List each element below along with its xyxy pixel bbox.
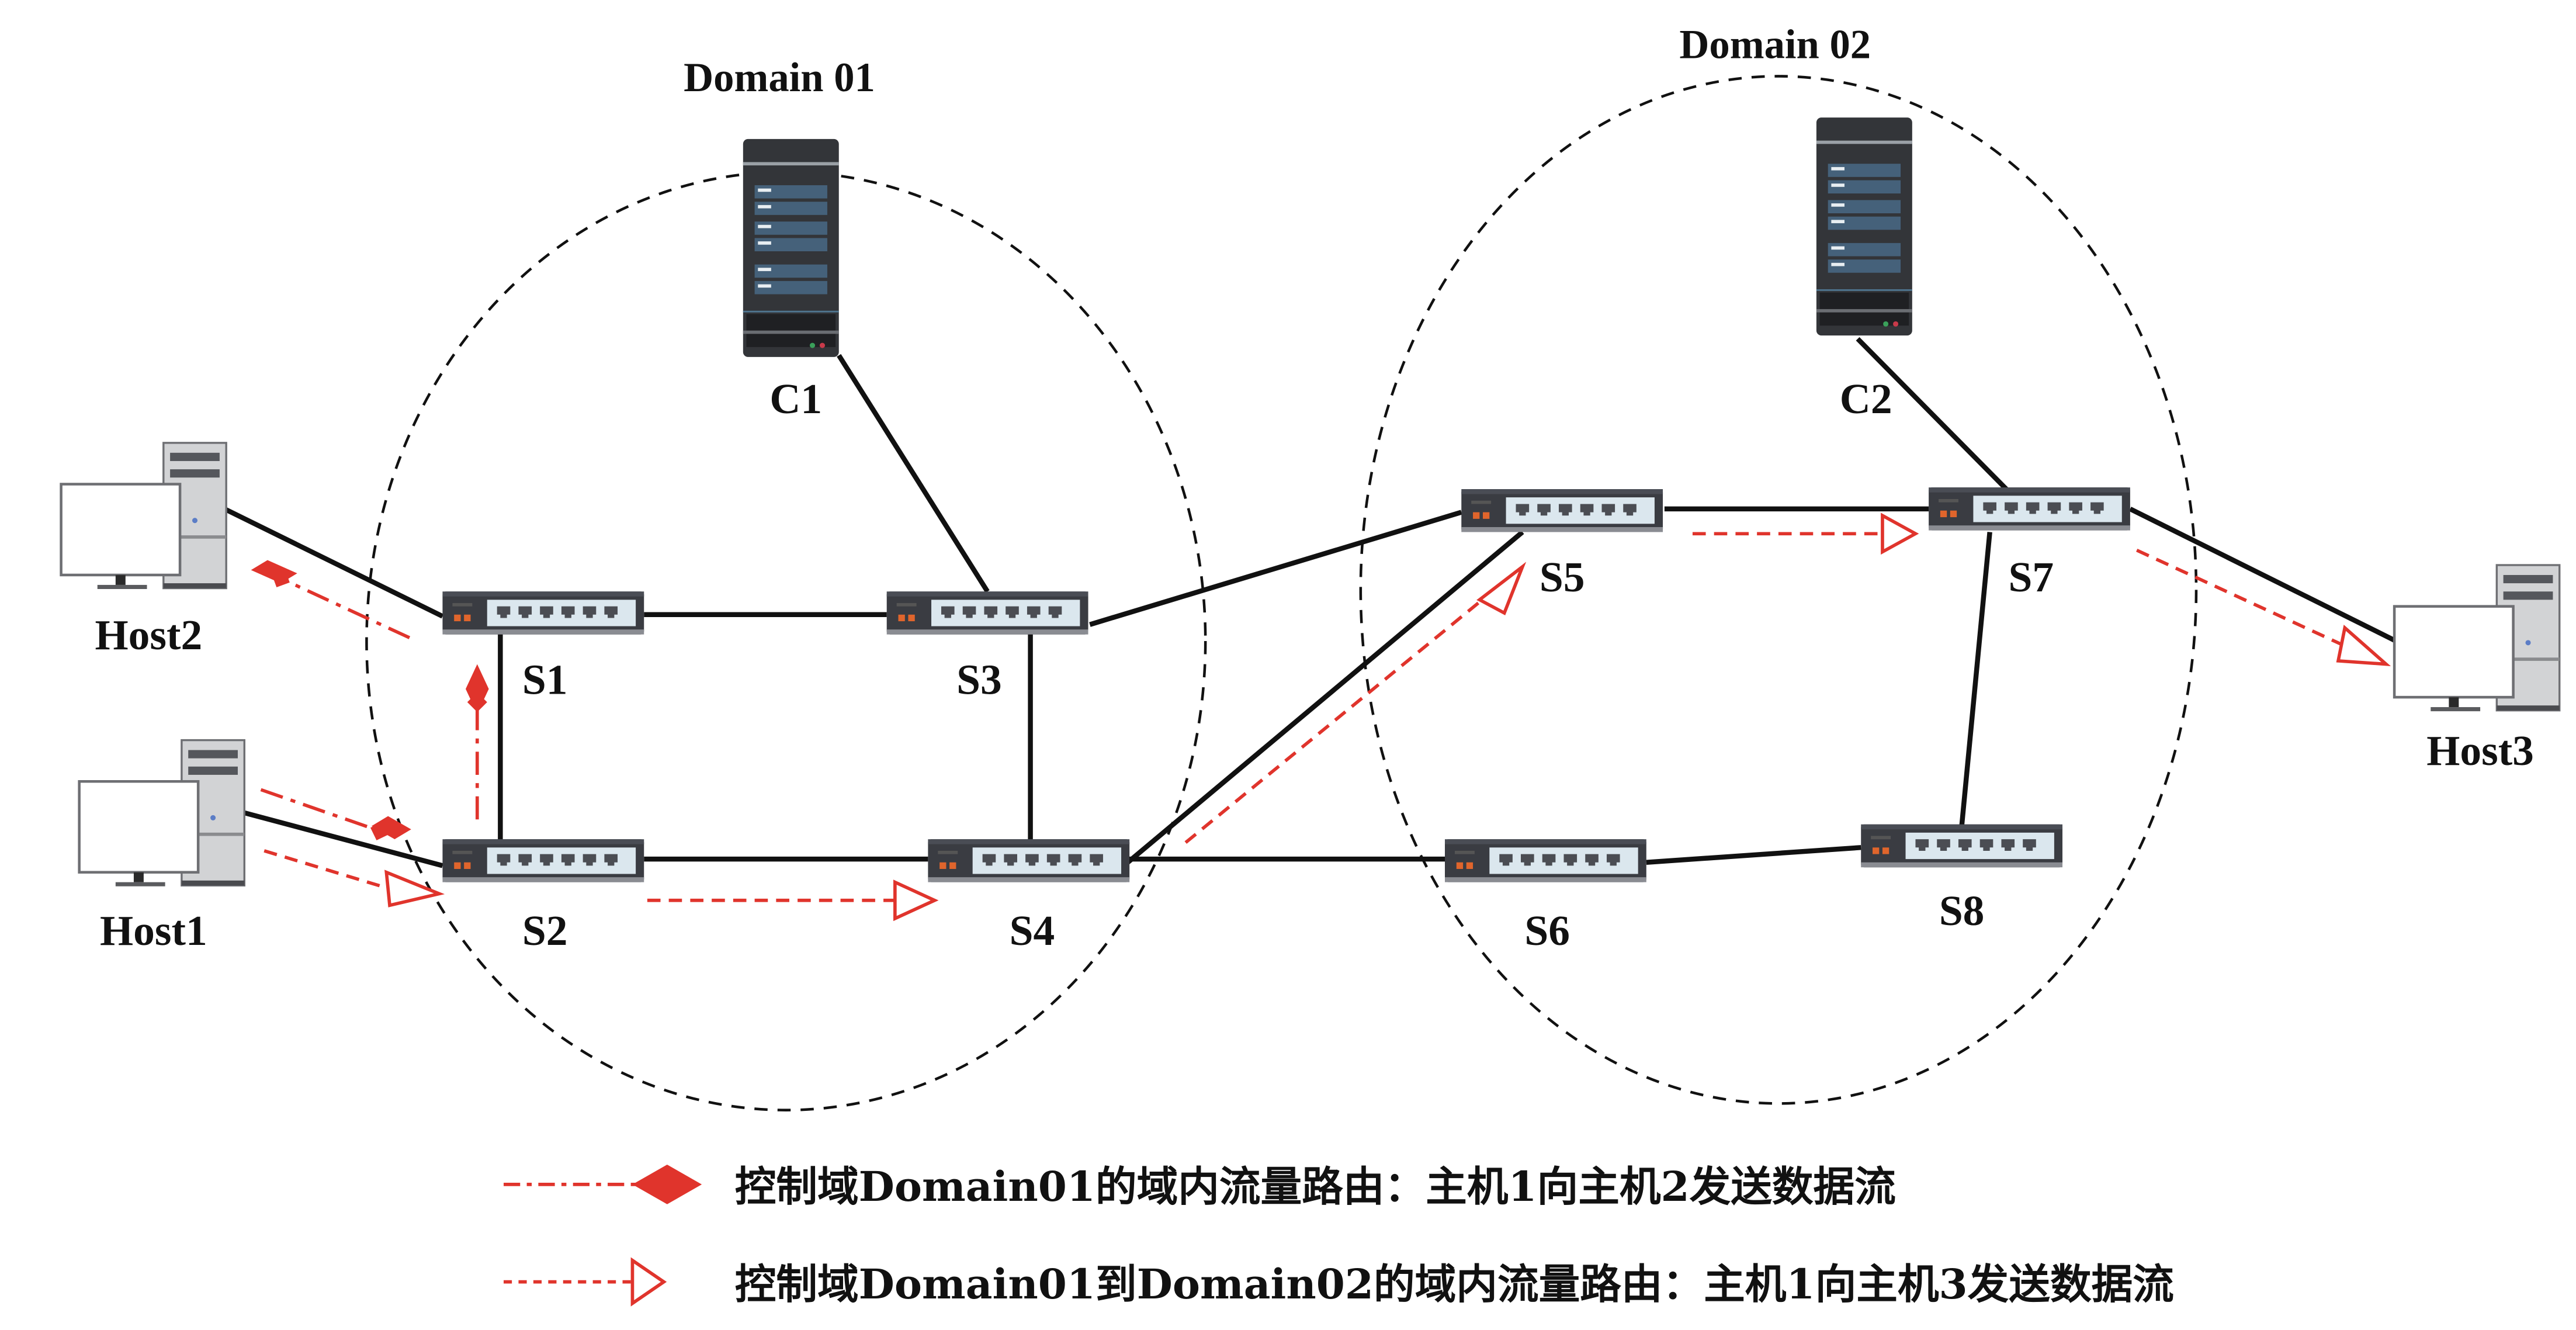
controller-c2-label: C2 — [1840, 375, 1892, 422]
switch-s4-icon[interactable] — [928, 839, 1130, 882]
switch-s5-label: S5 — [1540, 553, 1585, 601]
domain-01-label: Domain 01 — [684, 55, 875, 101]
domain-01-boundary — [365, 171, 1207, 1111]
switch-s5-icon[interactable] — [1461, 489, 1663, 532]
legend-text-flow1: 控制域Domain01的域内流量路由：主机1向主机2发送数据流 — [735, 1162, 1896, 1211]
legend-item-flow1: 控制域Domain01的域内流量路由：主机1向主机2发送数据流 — [504, 1162, 1896, 1211]
legend-item-flow2: 控制域Domain01到Domain02的域内流量路由：主机1向主机3发送数据流 — [504, 1257, 2174, 1308]
switch-s7-icon[interactable] — [1929, 487, 2130, 531]
host1-label: Host1 — [100, 907, 207, 954]
switch-s3-label: S3 — [956, 656, 1002, 703]
link-c1-s3 — [837, 354, 990, 593]
switch-s1-icon[interactable] — [442, 591, 644, 635]
flow1-seg-s1-host2 — [272, 569, 411, 639]
link-c2-s7 — [1856, 337, 2008, 491]
legend-diamond-icon — [632, 1164, 702, 1204]
host3-computer-icon[interactable] — [2394, 565, 2560, 711]
host1-computer-icon[interactable] — [79, 740, 245, 886]
switch-s3-icon[interactable] — [886, 591, 1088, 635]
switch-s6-label: S6 — [1524, 907, 1570, 954]
link-s7-host3 — [2129, 507, 2397, 643]
switch-s8-icon[interactable] — [1861, 824, 2063, 868]
controller-c2-server-icon[interactable] — [1816, 117, 1912, 336]
diamond-marker-icon — [371, 816, 411, 840]
switch-s2-icon[interactable] — [442, 839, 644, 882]
diamond-marker-icon — [466, 664, 489, 714]
host3-label: Host3 — [2426, 727, 2534, 774]
flow-2-path — [264, 532, 2342, 902]
link-s6-s8 — [1646, 845, 1861, 865]
open-arrow-icon — [1881, 512, 1919, 555]
domain-02-label: Domain 02 — [1679, 22, 1871, 67]
legend-open-arrow-icon — [630, 1257, 667, 1307]
controller-c1-server-icon[interactable] — [743, 138, 839, 357]
switch-s2-label: S2 — [522, 907, 568, 954]
open-arrow-icon — [893, 879, 939, 922]
switch-s8-label: S8 — [1939, 887, 1985, 934]
legend: 控制域Domain01的域内流量路由：主机1向主机2发送数据流 控制域Domai… — [504, 1162, 2174, 1308]
open-arrow-icon — [2336, 625, 2391, 666]
link-s4-s5 — [1126, 530, 1524, 864]
switch-s6-icon[interactable] — [1444, 839, 1646, 882]
link-s3-s5 — [1089, 510, 1462, 627]
flow2-seg-s4-s5 — [1184, 588, 1496, 844]
flow2-seg-host1-s2 — [264, 849, 390, 891]
open-arrow-icon — [384, 870, 445, 908]
link-s7-s8 — [1959, 532, 1992, 826]
links — [223, 337, 2397, 868]
switch-s7-label: S7 — [2009, 553, 2054, 601]
domain-02-boundary — [1359, 75, 2198, 1105]
host2-label: Host2 — [95, 611, 203, 659]
diamond-marker-icon — [251, 560, 297, 584]
link-host1-s2 — [244, 810, 443, 868]
flow2-seg-s7-host3 — [2136, 549, 2342, 646]
flow1-seg-host1-s2 — [260, 788, 390, 841]
controller-c1-label: C1 — [769, 375, 822, 422]
legend-text-flow2: 控制域Domain01到Domain02的域内流量路由：主机1向主机3发送数据流 — [735, 1260, 2174, 1308]
host2-computer-icon[interactable] — [61, 443, 227, 589]
switch-s1-label: S1 — [522, 656, 568, 703]
flow-1-path — [260, 569, 487, 841]
link-host2-s1 — [223, 507, 444, 619]
switch-s4-label: S4 — [1010, 907, 1055, 954]
open-arrow-icon — [1476, 562, 1527, 615]
